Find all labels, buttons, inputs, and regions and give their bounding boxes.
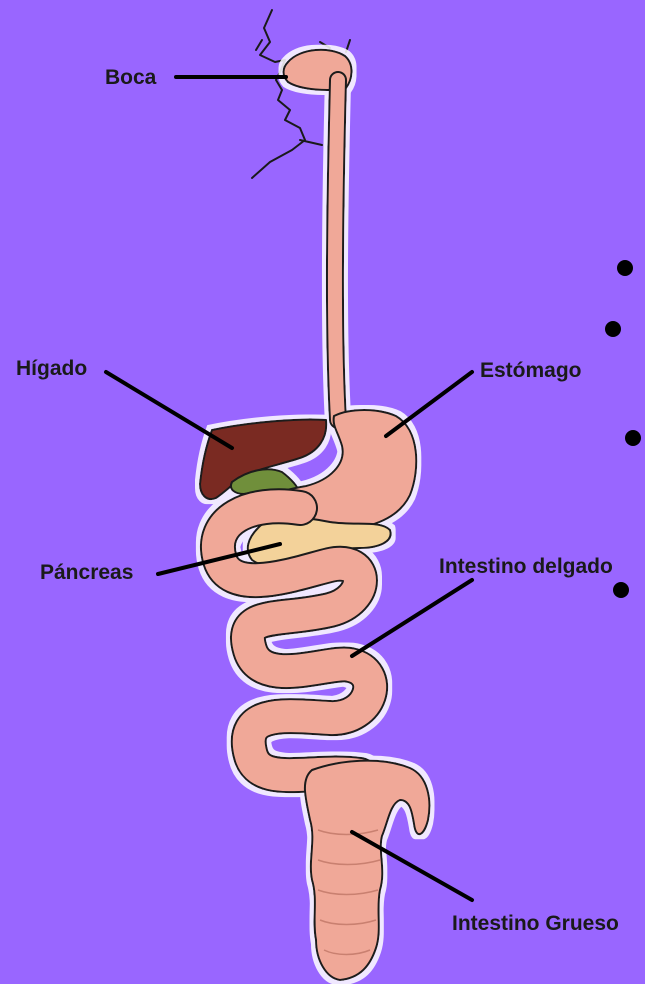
label-boca: Boca bbox=[105, 66, 157, 89]
label-pancreas: Páncreas bbox=[40, 561, 133, 584]
dot bbox=[625, 430, 641, 446]
label-higado: Hígado bbox=[16, 357, 87, 380]
dot bbox=[613, 582, 629, 598]
esophagus bbox=[335, 80, 338, 420]
label-intestino-grueso: Intestino Grueso bbox=[452, 912, 619, 935]
label-intestino-delgado: Intestino delgado bbox=[439, 555, 613, 578]
dot bbox=[617, 260, 633, 276]
leader-line-estomago bbox=[386, 372, 472, 436]
dot bbox=[605, 321, 621, 337]
digestive-tract bbox=[200, 50, 429, 980]
leader-line-higado bbox=[106, 372, 232, 448]
decorative-dots bbox=[605, 260, 641, 598]
large-intestine bbox=[305, 761, 430, 980]
label-estomago: Estómago bbox=[480, 359, 582, 382]
